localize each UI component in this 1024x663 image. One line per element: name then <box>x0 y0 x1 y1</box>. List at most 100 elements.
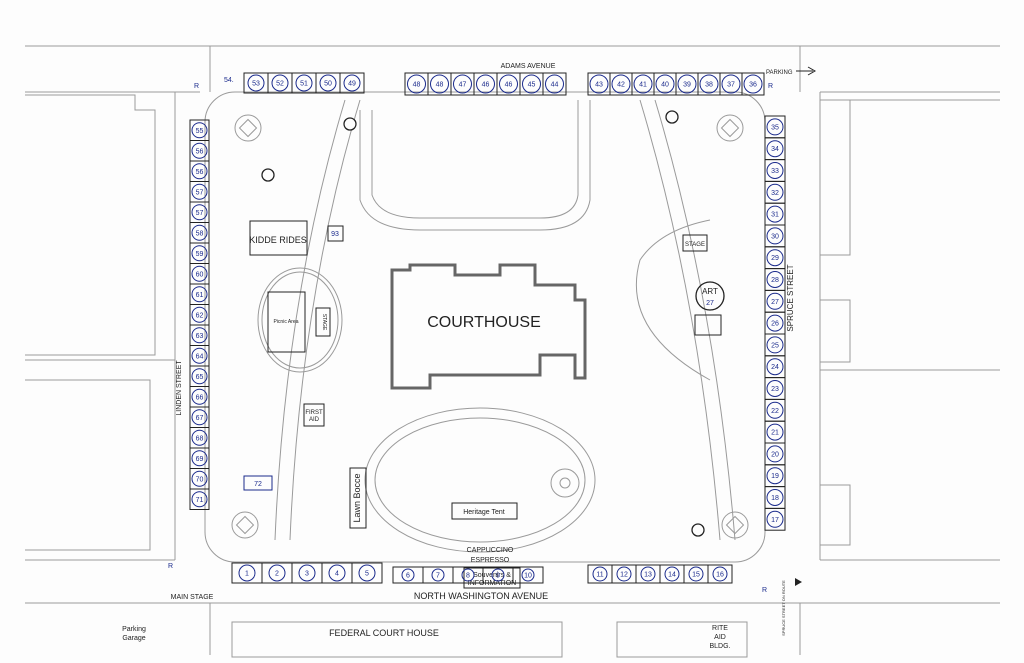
west-stage <box>315 307 331 337</box>
booth-number-circle <box>766 467 784 485</box>
booth-number-circle <box>343 74 361 92</box>
federal-court-house-label: FEDERAL COURT HOUSE <box>329 628 439 638</box>
art-label-2: 27 <box>706 300 714 307</box>
booth-number: 44 <box>551 82 559 89</box>
booth-number-circle <box>191 224 208 241</box>
booth-number: 49 <box>348 81 356 88</box>
booth-box <box>741 72 765 96</box>
booth-number-circle <box>616 566 632 582</box>
booth-number-circle <box>268 564 286 582</box>
booth-number-circle <box>191 122 208 139</box>
booth-number: 69 <box>196 456 204 463</box>
booth-number-circle <box>191 204 208 221</box>
booth-number: 52 <box>276 81 284 88</box>
booth-number-circle <box>328 564 346 582</box>
booth-number: 18 <box>771 495 779 502</box>
booth-number-circle <box>522 74 541 94</box>
booth-number-circle <box>766 510 784 528</box>
booth-number-circle <box>295 74 313 92</box>
booth-number: 21 <box>771 430 779 437</box>
booth-number: 25 <box>771 342 779 349</box>
booth-number-circle <box>499 74 518 94</box>
courthouse-label: COURTHOUSE <box>427 314 541 331</box>
booth-number: 10 <box>524 573 532 580</box>
booth-number-circle <box>699 74 719 94</box>
spruce-street-small-label: SPRUCE STREET ON ROUTE <box>781 580 786 636</box>
booth-number: 26 <box>771 321 779 328</box>
rite-aid-label-1: RITE <box>712 625 728 632</box>
booth-number: 15 <box>692 572 700 579</box>
first-aid-label-2: AID <box>309 417 320 423</box>
booth-number-circle <box>191 306 208 323</box>
souvenirs-booth <box>463 567 521 589</box>
booth-number: 47 <box>459 82 467 89</box>
booth-number-circle <box>407 74 426 94</box>
booth-number-circle <box>655 74 675 94</box>
rite-aid-label-2: AID <box>714 634 726 641</box>
art-label-1: ART <box>702 287 718 296</box>
booth-number: 39 <box>683 82 691 89</box>
booth-number-circle <box>688 566 704 582</box>
booth-number: 45 <box>528 82 536 89</box>
booth-box <box>189 488 210 510</box>
booth-number-circle <box>721 74 741 94</box>
booth-number: 5 <box>365 571 369 578</box>
booth-number: 65 <box>196 374 204 381</box>
booth-number: 46 <box>505 82 513 89</box>
booth-number: 31 <box>771 212 779 219</box>
booth-number: 66 <box>196 394 204 401</box>
r-marker-sw: R <box>168 563 173 570</box>
booth-number-circle <box>592 566 608 582</box>
booth-box <box>707 564 733 584</box>
booth-number: 28 <box>771 277 779 284</box>
booth-number: 3 <box>305 571 309 578</box>
booth-number: 48 <box>413 82 421 89</box>
booth-number: 2 <box>275 571 279 578</box>
booth-number-circle <box>191 245 208 262</box>
booth-number: 56 <box>196 169 204 176</box>
booth-number: 4 <box>335 571 339 578</box>
booth-number-circle <box>677 74 697 94</box>
booth-number: 16 <box>716 572 724 579</box>
booth-number-circle <box>589 74 609 94</box>
booth-number-circle <box>664 566 680 582</box>
booth-number-circle <box>191 142 208 159</box>
booth-number-circle <box>766 445 784 463</box>
main-stage-label: MAIN STAGE <box>171 594 214 601</box>
kiddie-rides <box>249 220 308 256</box>
booth-number-circle <box>743 74 763 94</box>
booth-number: 67 <box>196 415 204 422</box>
booth-number: 30 <box>771 233 779 240</box>
booth-number: 58 <box>196 230 204 237</box>
booth-number-circle <box>191 450 208 467</box>
booth-box <box>764 507 786 531</box>
booth-54-label: 54. <box>224 77 234 84</box>
booth-number-circle <box>766 489 784 506</box>
booth-number: 19 <box>771 473 779 480</box>
booth-number: 37 <box>727 82 735 89</box>
heritage-tent <box>451 502 518 520</box>
booth-number: 27 <box>771 299 779 306</box>
booth-number: 59 <box>196 251 204 258</box>
parking-garage-label-2: Garage <box>122 635 145 642</box>
booth-number: 40 <box>661 82 669 89</box>
booth-number-circle <box>430 74 449 94</box>
east-stage-label: STAGE <box>685 242 705 248</box>
booth-number-circle <box>766 140 784 158</box>
lawn-bocce <box>349 467 367 529</box>
booth-number-circle <box>545 74 564 94</box>
booth-number: 56 <box>196 148 204 155</box>
booth-number-circle <box>191 327 208 344</box>
booth-number-circle <box>766 401 784 419</box>
booth-number: 17 <box>771 517 779 524</box>
booth-number-circle <box>476 74 495 94</box>
booth-number-circle <box>766 118 784 136</box>
booth-box <box>339 72 365 94</box>
booth-number-circle <box>191 286 208 303</box>
booth-number: 48 <box>436 82 444 89</box>
booth-number-circle <box>358 564 376 582</box>
r-marker-ne: R <box>768 83 773 90</box>
booth-number-circle <box>766 249 784 267</box>
